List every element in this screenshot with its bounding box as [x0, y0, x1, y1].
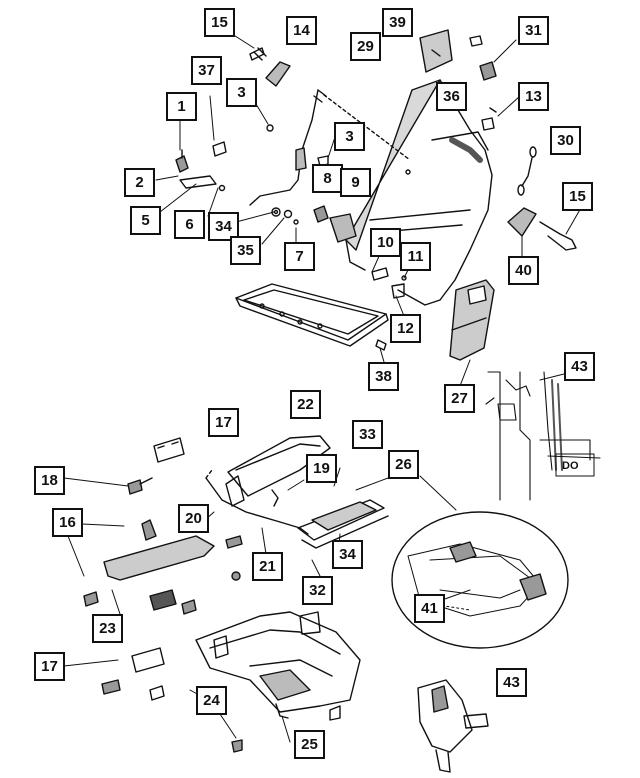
- clip-30: [517, 146, 537, 196]
- callout-18[interactable]: 18: [34, 466, 65, 495]
- callout-14[interactable]: 14: [286, 16, 317, 45]
- callout-41[interactable]: 41: [414, 594, 445, 623]
- track-upper: [225, 435, 331, 507]
- callout-21[interactable]: 21: [252, 552, 283, 581]
- lever-40: [507, 207, 577, 251]
- callout-3-lower[interactable]: 3: [334, 122, 365, 151]
- callout-23[interactable]: 23: [92, 614, 123, 643]
- callout-15-right[interactable]: 15: [562, 182, 593, 211]
- callout-16[interactable]: 16: [52, 508, 83, 537]
- callout-43-lower[interactable]: 43: [496, 668, 527, 697]
- callout-26[interactable]: 26: [388, 450, 419, 479]
- callout-43-upper[interactable]: 43: [564, 352, 595, 381]
- cable-21: [205, 469, 309, 535]
- callout-38[interactable]: 38: [368, 362, 399, 391]
- callout-27[interactable]: 27: [444, 384, 475, 413]
- motor-assembly-43b: [417, 679, 489, 773]
- adjuster-base: [195, 611, 361, 719]
- callout-30[interactable]: 30: [550, 126, 581, 155]
- callout-37[interactable]: 37: [191, 56, 222, 85]
- callout-6[interactable]: 6: [174, 210, 205, 239]
- callout-33[interactable]: 33: [352, 420, 383, 449]
- callout-1[interactable]: 1: [166, 92, 197, 121]
- callout-8[interactable]: 8: [312, 164, 343, 193]
- seat-cushion-pan: [235, 283, 389, 347]
- callout-17-upper[interactable]: 17: [208, 408, 239, 437]
- inset-detail-43a: [485, 371, 601, 501]
- track-33: [297, 499, 389, 549]
- callout-40[interactable]: 40: [508, 256, 539, 285]
- callout-20[interactable]: 20: [178, 504, 209, 533]
- callout-12[interactable]: 12: [390, 314, 421, 343]
- callout-3-upper[interactable]: 3: [226, 78, 257, 107]
- bracket-17a: [153, 437, 185, 463]
- recliner-cable: [249, 89, 411, 206]
- callout-15[interactable]: 15: [204, 8, 235, 37]
- callout-25[interactable]: 25: [294, 730, 325, 759]
- callout-13[interactable]: 13: [518, 82, 549, 111]
- callout-5[interactable]: 5: [130, 206, 161, 235]
- callout-29[interactable]: 29: [350, 32, 381, 61]
- callout-22[interactable]: 22: [290, 390, 321, 419]
- fasteners-24: [231, 705, 341, 753]
- callout-9[interactable]: 9: [340, 168, 371, 197]
- hardware-small: [175, 61, 497, 351]
- callout-2[interactable]: 2: [124, 168, 155, 197]
- side-cover-23: [83, 519, 243, 615]
- bolt-18: [127, 477, 153, 495]
- lever-14: [249, 47, 291, 87]
- callout-35[interactable]: 35: [230, 236, 261, 265]
- callout-39[interactable]: 39: [382, 8, 413, 37]
- callout-19[interactable]: 19: [306, 454, 337, 483]
- callout-36[interactable]: 36: [436, 82, 467, 111]
- inset-tag-label: DO: [562, 460, 579, 472]
- inset-circle-41: [391, 511, 569, 649]
- callout-10[interactable]: 10: [370, 228, 401, 257]
- callout-34-upper[interactable]: 34: [208, 212, 239, 241]
- callout-17-lower[interactable]: 17: [34, 652, 65, 681]
- bracket-17b: [101, 647, 165, 701]
- callout-32[interactable]: 32: [302, 576, 333, 605]
- callout-31[interactable]: 31: [518, 16, 549, 45]
- callout-34-lower[interactable]: 34: [332, 540, 363, 569]
- callout-24[interactable]: 24: [196, 686, 227, 715]
- side-shield-27: [449, 279, 495, 361]
- callout-11[interactable]: 11: [400, 242, 431, 271]
- head-restraint: [419, 29, 483, 73]
- callout-7[interactable]: 7: [284, 242, 315, 271]
- leader-lines: [63, 33, 583, 743]
